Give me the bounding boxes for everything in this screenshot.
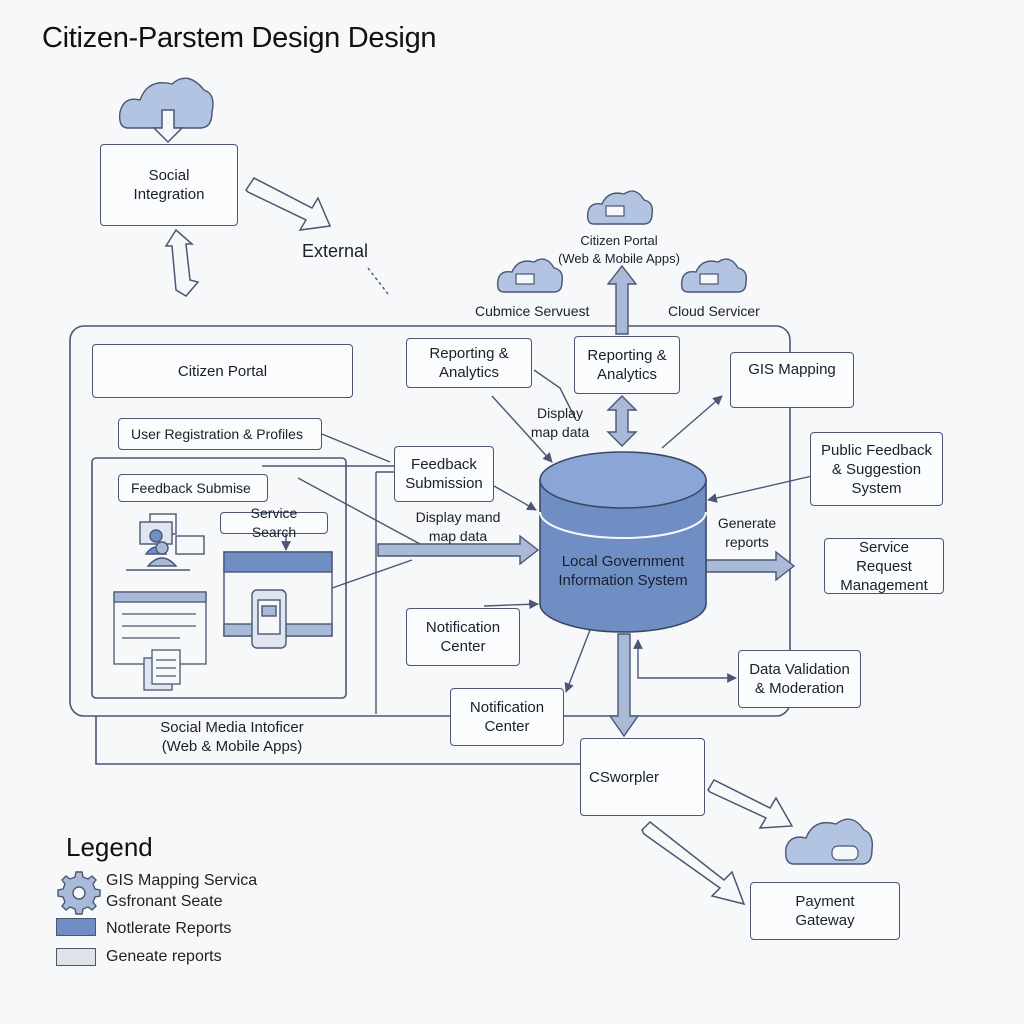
portal-inner-panel (91, 457, 347, 699)
social-updown-arrow (164, 228, 200, 297)
social-media-label: Social Media Intoficer (Web & Mobile App… (160, 719, 304, 755)
core-database-cylinder (539, 451, 707, 633)
core-system-label: Local Government Information System (558, 553, 688, 589)
cloud-icon-citizen-portal (586, 190, 654, 225)
reporting-analytics-box-left: Reporting & Analytics (406, 338, 532, 388)
legend-item-reports: Notlerate Reports (106, 920, 232, 937)
service-request-box: Service Request Management (824, 538, 944, 594)
portal-divider (375, 471, 396, 714)
notification-center-box-inner: Notification Center (406, 608, 520, 666)
legend-title: Legend (66, 832, 153, 862)
display-mand-label: Display mand map data (415, 509, 501, 544)
browser-window-icon (223, 551, 333, 649)
main-system-boundary (69, 325, 791, 717)
notification-center-box-outer: Notification Center (450, 688, 564, 746)
feedback-submise-box: Feedback Submise (118, 474, 268, 502)
core-to-service-request-arrow (705, 550, 796, 582)
cloud-servicer-label: Cloud Servicer (668, 303, 760, 319)
legend-swatch-grey (56, 948, 96, 966)
cs-worpler-label: CSworpler (589, 768, 660, 786)
display-map-data-label: Display map data (530, 405, 590, 440)
legend-swatch-blue (56, 918, 96, 936)
social-integration-box: Social Integration (100, 144, 238, 226)
generate-reports-label: Generate reports (717, 515, 777, 550)
payment-gateway-box: Payment Gateway (750, 882, 900, 940)
cloud-icon-top-left (118, 77, 214, 129)
data-validation-box: Data Validation & Moderation (738, 650, 861, 708)
user-registration-box: User Registration & Profiles (118, 418, 322, 450)
worpler-to-payment-arrow (641, 820, 746, 906)
cloud-icon-payment (784, 818, 874, 865)
worpler-to-payment-cloud-arrow (707, 779, 794, 829)
lower-boundary (95, 716, 598, 765)
social-to-external-arrow (245, 177, 332, 231)
cubmice-label: Cubmice Servuest (475, 303, 590, 319)
service-search-box: Service Search (220, 505, 328, 540)
cs-worpler-box: CSworpler (580, 738, 705, 816)
external-label: External (302, 241, 369, 261)
diagram-title: Citizen-Parstem Design Design (42, 22, 437, 54)
cloud-icon-cubmice (496, 258, 564, 293)
cloud-down-arrow (152, 109, 184, 144)
users-computer-icon (126, 513, 205, 571)
reporting-up-arrow (606, 264, 638, 335)
reporting-analytics-box-top: Reporting & Analytics (574, 336, 680, 394)
feedback-submission-box: Feedback Submission (394, 446, 494, 502)
citizen-portal-cloud-label: Citizen Portal (Web & Mobile Apps) (558, 233, 680, 266)
reporting-core-double-arrow (606, 395, 638, 447)
cloud-icon-cloud-servicer (680, 258, 748, 293)
legend-item-gis: GIS Mapping Servica Gsfronant Seate (106, 872, 258, 910)
core-to-worpler-arrow (608, 633, 640, 738)
document-form-icon (113, 591, 207, 691)
gis-mapping-box: GIS Mapping (730, 352, 854, 408)
portal-to-core-arrow (377, 534, 540, 566)
public-feedback-box: Public Feedback & Suggestion System (810, 432, 943, 506)
legend-item-generate: Geneate reports (106, 948, 222, 965)
citizen-portal-box: Citizen Portal (92, 344, 353, 398)
gear-icon (57, 871, 101, 915)
